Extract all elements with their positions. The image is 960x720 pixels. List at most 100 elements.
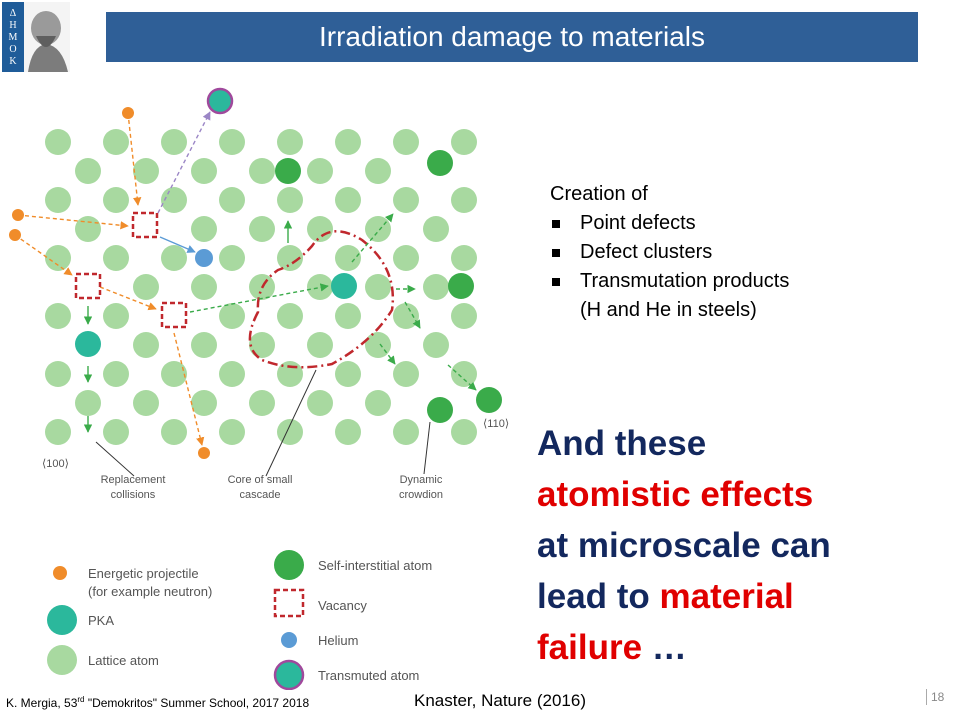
lattice-atom bbox=[219, 303, 245, 329]
list-item-text: Transmutation products bbox=[580, 270, 790, 292]
lattice-atom bbox=[365, 216, 391, 242]
lattice-atom bbox=[335, 245, 361, 271]
lattice-atom bbox=[75, 216, 101, 242]
cascade-path bbox=[189, 283, 329, 313]
legend-transmuted-swatch bbox=[273, 659, 305, 690]
lattice-atom bbox=[103, 129, 129, 155]
lattice-atom bbox=[191, 216, 217, 242]
interstitial-atom bbox=[476, 387, 502, 413]
bullet-square-icon bbox=[552, 278, 560, 286]
lattice-atom bbox=[103, 419, 129, 445]
lattice-atom bbox=[249, 216, 275, 242]
list-item: Transmutation products bbox=[550, 267, 789, 296]
lattice-atom bbox=[277, 303, 303, 329]
lattice-atom bbox=[45, 129, 71, 155]
lattice-atom bbox=[393, 419, 419, 445]
projectile-path bbox=[173, 332, 205, 446]
lattice-atom bbox=[133, 332, 159, 358]
statement-line: lead to material bbox=[537, 571, 957, 622]
lattice-atom bbox=[451, 361, 477, 387]
lattice-atom bbox=[335, 361, 361, 387]
lattice-atom bbox=[335, 303, 361, 329]
lattice-atom bbox=[249, 158, 275, 184]
lattice-atom bbox=[307, 158, 333, 184]
leader-line bbox=[423, 421, 431, 475]
legend-projectile-label: Energetic projectile bbox=[88, 566, 199, 581]
lattice-atoms bbox=[45, 129, 477, 445]
cascade-path bbox=[447, 364, 477, 391]
lattice-atom bbox=[277, 245, 303, 271]
lattice-atom bbox=[191, 274, 217, 300]
lattice-atom bbox=[393, 187, 419, 213]
lattice-atom bbox=[423, 274, 449, 300]
lattice-atom bbox=[191, 158, 217, 184]
cascade-path bbox=[404, 301, 421, 329]
lattice-atom bbox=[45, 303, 71, 329]
lattice-atom bbox=[103, 361, 129, 387]
lattice-atom bbox=[161, 129, 187, 155]
direction-label-100: ⟨100⟩ bbox=[42, 458, 69, 470]
lattice-atom bbox=[133, 274, 159, 300]
page-number: 18 bbox=[926, 689, 944, 705]
legend-transmuted-label: Transmuted atom bbox=[318, 668, 419, 683]
interstitial-atom bbox=[427, 397, 453, 423]
cascade-path bbox=[351, 213, 394, 263]
footer-author-text: "Demokritos" Summer School, 2017 2018 bbox=[84, 696, 310, 710]
lattice-atom bbox=[133, 158, 159, 184]
lattice-atom bbox=[277, 361, 303, 387]
legend-interstitial-label: Self-interstitial atom bbox=[318, 558, 432, 573]
lattice-atom bbox=[393, 129, 419, 155]
statement-highlight: failure bbox=[537, 628, 643, 667]
transmuted-atom bbox=[206, 87, 234, 115]
lattice-atom bbox=[103, 245, 129, 271]
lattice-atom bbox=[191, 332, 217, 358]
lattice-atom bbox=[335, 129, 361, 155]
lattice-atom bbox=[365, 158, 391, 184]
lattice-atom bbox=[451, 129, 477, 155]
legend-projectile-label: (for example neutron) bbox=[88, 584, 212, 599]
helium-atom bbox=[195, 249, 213, 267]
bullet-square-icon bbox=[552, 220, 560, 228]
lattice-atom bbox=[277, 129, 303, 155]
lattice-atom bbox=[219, 245, 245, 271]
svg-text:Μ: Μ bbox=[9, 32, 18, 43]
statement-line: failure … bbox=[537, 622, 957, 673]
lattice-atom bbox=[307, 390, 333, 416]
lattice-atom bbox=[277, 187, 303, 213]
dynamic-label: crowdion bbox=[399, 489, 443, 501]
footer-author: K. Mergia, 53rd "Demokritos" Summer Scho… bbox=[6, 695, 309, 710]
lattice-atom bbox=[335, 419, 361, 445]
lattice-atom bbox=[365, 390, 391, 416]
demokritos-logo: Δ Η Μ Ο Κ bbox=[2, 2, 70, 72]
lattice-atom bbox=[133, 390, 159, 416]
lattice-atom bbox=[423, 332, 449, 358]
dynamic-label: Dynamic bbox=[400, 474, 443, 486]
projectile bbox=[12, 209, 24, 221]
lattice-atom bbox=[45, 419, 71, 445]
legend-lattice-swatch bbox=[47, 645, 77, 675]
list-item-continuation: (H and He in steels) bbox=[580, 299, 757, 321]
replacement-label: Replacement bbox=[101, 474, 166, 486]
statement-highlight: material bbox=[659, 577, 794, 616]
interstitial-atom bbox=[427, 150, 453, 176]
svg-text:Κ: Κ bbox=[9, 56, 17, 67]
projectile-path bbox=[17, 214, 129, 230]
direction-label-110: ⟨110⟩ bbox=[483, 418, 509, 430]
svg-text:Δ: Δ bbox=[10, 8, 17, 19]
lattice-atom bbox=[365, 332, 391, 358]
list-item-text: Defect clusters bbox=[580, 241, 713, 263]
lattice-atom bbox=[423, 216, 449, 242]
defect-list: Creation of Point defects Defect cluster… bbox=[550, 180, 789, 325]
lattice-atom bbox=[365, 274, 391, 300]
lattice-atom bbox=[277, 419, 303, 445]
lattice-atom bbox=[191, 390, 217, 416]
lattice-atom bbox=[161, 361, 187, 387]
vacancy bbox=[74, 272, 102, 300]
list-heading: Creation of bbox=[550, 183, 648, 205]
footer-author-sup: rd bbox=[77, 695, 85, 704]
helium-path bbox=[159, 236, 196, 253]
statement-text: lead to bbox=[537, 577, 650, 616]
replacement-label: collisions bbox=[111, 489, 156, 501]
lattice-atom bbox=[451, 303, 477, 329]
slide-title: Irradiation damage to materials bbox=[106, 12, 918, 62]
